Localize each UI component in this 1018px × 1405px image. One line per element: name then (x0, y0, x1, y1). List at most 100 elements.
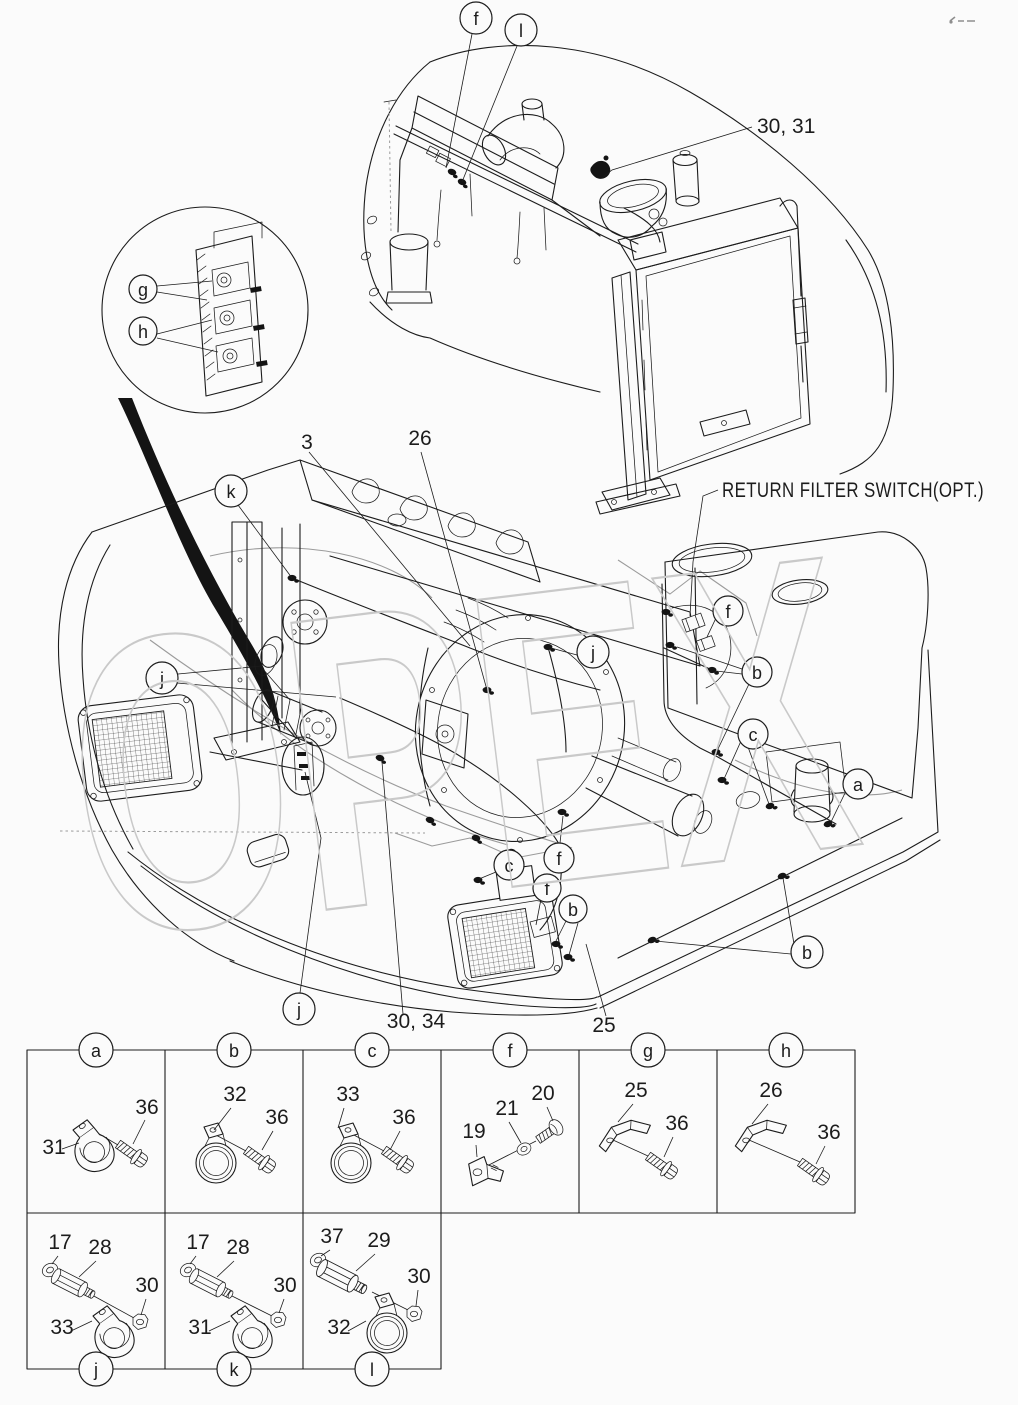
svg-text:32: 32 (223, 1083, 246, 1106)
svg-text:30: 30 (273, 1274, 296, 1297)
svg-text:b: b (568, 900, 578, 920)
callout-front-f-upper: f (543, 842, 575, 874)
top-assembly-drawing: f l 30, 31 (360, 1, 894, 515)
reserve-bottle (672, 150, 700, 207)
callout-tank-a: a (842, 768, 874, 800)
svg-text:j: j (159, 669, 164, 689)
svg-text:k: k (227, 482, 237, 502)
callout-front-f-lower: f (532, 873, 562, 903)
callout-letter: l (519, 21, 523, 41)
label-25: 25 (592, 1014, 615, 1037)
ac-compressor (251, 689, 337, 747)
svg-text:j: j (590, 643, 595, 663)
flywheel-housing (414, 614, 626, 843)
bubble-leader-swoosh (118, 398, 281, 735)
svg-text:33: 33 (50, 1316, 73, 1339)
table-header-c: c (354, 1032, 390, 1068)
svg-text:19: 19 (462, 1120, 485, 1143)
callout-bubble-h: h (128, 316, 158, 346)
table-footer-j: j (78, 1351, 114, 1387)
svg-text:37: 37 (320, 1225, 343, 1248)
svg-text:36: 36 (265, 1106, 288, 1129)
main-assembly-drawing: 3 26 RETURN FILTER SWITCH(OPT.) 30, 34 2… (57, 427, 984, 1037)
radiator-support-post (209, 521, 303, 771)
callout-front-b: b (558, 894, 588, 924)
callout-tank-f: f (712, 595, 744, 627)
svg-text:36: 36 (392, 1106, 415, 1129)
svg-text:17: 17 (48, 1231, 71, 1254)
callout-letter: f (473, 9, 479, 29)
callout-center-j: j (576, 635, 610, 669)
svg-text:21: 21 (495, 1097, 518, 1120)
svg-text:b: b (802, 943, 812, 963)
label-return-filter-switch: RETURN FILTER SWITCH(OPT.) (722, 479, 984, 502)
callout-tank-c: c (737, 718, 769, 750)
callout-letter: h (138, 322, 148, 342)
table-cell-f: 19 21 20 (462, 1082, 567, 1187)
table-cell-g: 25 36 (597, 1079, 689, 1183)
table-cell-a: 31 36 (42, 1096, 159, 1176)
alternator (254, 599, 328, 701)
svg-text:31: 31 (188, 1316, 211, 1339)
svg-text:c: c (749, 725, 758, 745)
harness-rail (383, 99, 667, 265)
svg-text:f: f (544, 879, 550, 899)
headlamp-front (447, 891, 563, 989)
callout-left-j: j (145, 661, 179, 695)
table-header-g: g (630, 1032, 666, 1068)
svg-text:l: l (370, 1360, 374, 1380)
svg-text:33: 33 (336, 1083, 359, 1106)
callout-engine-k: k (214, 474, 248, 508)
watermark: OPEX (45, 467, 878, 1028)
table-header-h: h (768, 1032, 804, 1068)
table-cell-l: 37 29 32 30 (307, 1225, 431, 1354)
svg-text:32: 32 (327, 1316, 350, 1339)
svg-text:28: 28 (88, 1236, 111, 1259)
label-30-34: 30, 34 (387, 1010, 446, 1033)
detail-bubble: g h (101, 206, 309, 414)
svg-text:a: a (853, 775, 864, 795)
table-footer-l: l (354, 1351, 390, 1387)
svg-text:c: c (505, 856, 514, 876)
table-header-a: a (78, 1032, 114, 1068)
svg-text:17: 17 (186, 1231, 209, 1254)
svg-text:25: 25 (624, 1079, 647, 1102)
svg-text:b: b (752, 663, 762, 683)
svg-text:j: j (296, 1000, 301, 1020)
svg-text:36: 36 (817, 1121, 840, 1144)
svg-text:g: g (643, 1041, 653, 1061)
parts-table: 31 36 32 36 33 36 (26, 1032, 856, 1387)
callout-bubble-g: g (128, 274, 158, 304)
svg-text:k: k (230, 1360, 240, 1380)
starter-motor (585, 737, 713, 837)
svg-text:h: h (781, 1041, 791, 1061)
svg-text:j: j (93, 1360, 98, 1380)
label-30-31: 30, 31 (757, 115, 815, 138)
table-footer-k: k (216, 1351, 252, 1387)
table-cell-b: 32 36 (195, 1083, 289, 1184)
table-cell-h: 26 36 (733, 1079, 841, 1189)
oil-filter (385, 233, 433, 304)
radiator (595, 197, 811, 515)
callout-tank-b: b (741, 656, 773, 688)
table-cell-j: 17 28 33 30 (39, 1231, 159, 1362)
hydraulic-tank (664, 531, 929, 809)
headlamp-left (77, 694, 203, 802)
callout-bottom-j: j (282, 992, 316, 1026)
table-cell-c: 33 36 (330, 1083, 417, 1184)
svg-text:f: f (725, 602, 731, 622)
svg-text:28: 28 (226, 1236, 249, 1259)
svg-text:f: f (507, 1041, 513, 1061)
corner-mark (949, 16, 975, 24)
table-cell-k: 17 28 31 30 (177, 1231, 297, 1362)
callout-top-l: l (504, 13, 538, 47)
svg-text:29: 29 (367, 1229, 390, 1252)
svg-text:a: a (91, 1041, 102, 1061)
svg-text:f: f (556, 849, 562, 869)
terminal-block (195, 221, 268, 397)
callout-lower-right-b: b (790, 935, 824, 969)
svg-text:31: 31 (42, 1136, 65, 1159)
air-cleaner (590, 155, 668, 243)
table-header-b: b (216, 1032, 252, 1068)
